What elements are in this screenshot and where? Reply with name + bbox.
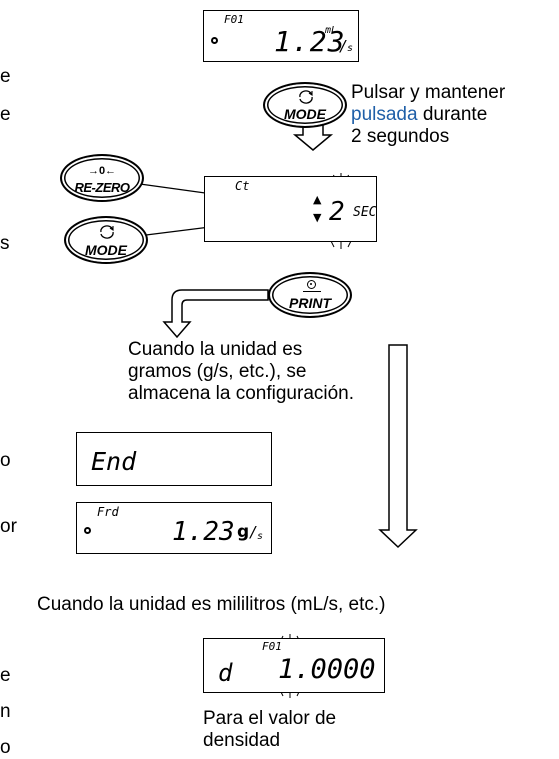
up-arrow-icon: ▲ xyxy=(313,193,322,206)
left-fragment-5: or xyxy=(0,516,17,537)
left-fragment-4: o xyxy=(0,450,11,471)
lcd-display-count: Ct ▲ ▼ 2 SEC xyxy=(204,176,377,242)
left-fragment-3: s xyxy=(0,233,10,254)
lcd-display-frd: Frd 1.23 g / s xyxy=(76,502,272,554)
lcd-frd-label: Frd xyxy=(97,505,119,519)
grams-note-line3: almacena la configuración. xyxy=(128,383,355,404)
left-fragment-8: o xyxy=(0,737,11,758)
mode-note-line3: 2 segundos xyxy=(351,126,450,147)
lcd-density-value: 1.0000 xyxy=(278,654,376,685)
rezero-key[interactable]: →0← RE-ZERO xyxy=(60,154,144,202)
ml-note: Cuando la unidad es mililitros (mL/s, et… xyxy=(37,594,386,615)
print-underline xyxy=(303,291,321,292)
lcd-top-value: 1.23 xyxy=(274,25,346,58)
print-circle-icon xyxy=(307,280,316,289)
rezero-key-label: RE-ZERO xyxy=(74,180,131,195)
density-note-line2: densidad xyxy=(203,730,281,751)
lcd-density-label: F01 xyxy=(262,640,282,653)
left-fragment-7: n xyxy=(0,701,11,722)
lcd-end-value: End xyxy=(91,447,137,476)
left-fragment-1: e xyxy=(0,66,11,87)
lcd-top-unit-num: mL xyxy=(325,25,338,36)
lcd-frd-value: 1.23 xyxy=(172,517,235,547)
lcd-density-prefix: d xyxy=(218,659,233,687)
left-fragment-2: e xyxy=(0,104,11,125)
mode-key-secondary[interactable]: MODE xyxy=(64,216,148,264)
lcd-frd-unit-num: g xyxy=(237,522,250,542)
lcd-frd-unit-den: s xyxy=(257,531,264,542)
stable-indicator-icon xyxy=(211,37,218,44)
lcd-top-unit-den: s xyxy=(347,43,354,54)
print-key[interactable]: PRINT xyxy=(268,272,352,318)
mode-note-line2-rest: durante xyxy=(417,104,488,125)
lcd-count-label: Ct xyxy=(235,179,250,193)
left-fragment-6: e xyxy=(0,665,11,686)
mode-key-label: MODE xyxy=(284,106,326,122)
rezero-arrows-icon: →0← xyxy=(87,165,117,177)
mode-key[interactable]: MODE xyxy=(263,82,347,128)
long-down-arrow xyxy=(378,344,418,549)
lcd-count-value: 2 xyxy=(329,197,345,227)
lcd-display-end: End xyxy=(76,432,272,486)
lcd-frd-unit-slash: / xyxy=(249,523,259,541)
lcd-display-density: F01 d 1.0000 xyxy=(203,638,385,693)
down-arrow-icon: ▼ xyxy=(313,211,322,224)
mode-key-label: MODE xyxy=(85,242,127,258)
grams-note-line2: gramos (g/s, etc.), se xyxy=(128,361,307,382)
mode-note-line1: Pulsar y mantener xyxy=(351,82,506,103)
cycle-icon xyxy=(298,90,314,104)
lcd-count-unit: SEC xyxy=(353,205,377,220)
cycle-icon xyxy=(99,225,115,239)
print-bent-arrow xyxy=(162,289,269,339)
lcd-display-top: F01 1.23 mL / s xyxy=(203,10,359,62)
lcd-top-label: F01 xyxy=(224,13,244,26)
print-key-label: PRINT xyxy=(289,295,331,311)
stable-indicator-icon xyxy=(84,527,91,534)
mode-note-line2: pulsada durante xyxy=(351,104,487,126)
mode-note-highlight: pulsada xyxy=(351,104,418,125)
lcd-top-unit-slash: / xyxy=(339,37,349,55)
density-note-line1: Para el valor de xyxy=(203,708,337,729)
grams-note-line1: Cuando la unidad es xyxy=(128,339,303,360)
